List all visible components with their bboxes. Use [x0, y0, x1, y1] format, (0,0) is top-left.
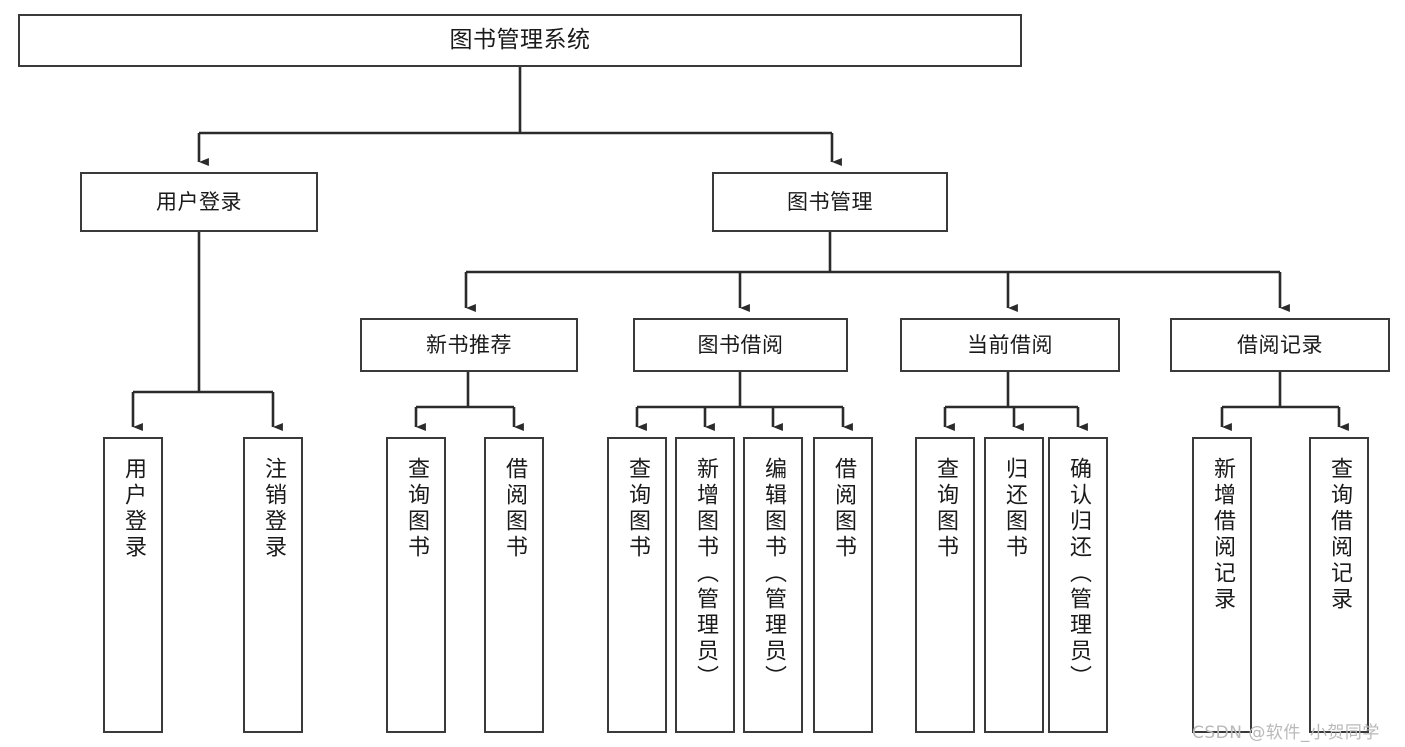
node-current-borrow[interactable]: 当前借阅: [900, 318, 1120, 372]
node-leaf-add-record[interactable]: 新增借阅记录: [1192, 437, 1252, 733]
node-leaf-borrow-book-1[interactable]: 借阅图书: [484, 437, 544, 733]
node-leaf-query-book-3[interactable]: 查询图书: [915, 437, 975, 733]
node-root-system[interactable]: 图书管理系统: [18, 14, 1022, 67]
node-leaf-user-login[interactable]: 用户登录: [103, 437, 163, 733]
node-leaf-logout-login[interactable]: 注销登录: [243, 437, 303, 733]
node-label: 注销登录: [261, 457, 286, 561]
node-label: 新书推荐: [426, 332, 512, 357]
node-leaf-borrow-book-2[interactable]: 借阅图书: [813, 437, 873, 733]
node-label: 借阅记录: [1237, 332, 1323, 357]
node-label: 确认归还（管理员）: [1066, 457, 1091, 691]
node-leaf-query-book-1[interactable]: 查询图书: [386, 437, 446, 733]
node-borrow-record[interactable]: 借阅记录: [1170, 318, 1390, 372]
node-label: 查询图书: [933, 457, 958, 561]
node-label: 借阅图书: [831, 457, 856, 561]
node-label: 归还图书: [1002, 457, 1027, 561]
node-leaf-edit-book[interactable]: 编辑图书（管理员）: [743, 437, 803, 733]
node-label: 查询图书: [625, 457, 650, 561]
node-label: 图书管理系统: [449, 26, 591, 53]
node-label: 图书借阅: [697, 332, 784, 357]
node-label: 图书管理: [787, 189, 873, 214]
node-book-manage[interactable]: 图书管理: [712, 172, 948, 232]
node-label: 用户登录: [121, 457, 146, 561]
node-new-book-recommend[interactable]: 新书推荐: [360, 318, 578, 372]
node-label: 新增借阅记录: [1210, 457, 1235, 613]
node-user-login[interactable]: 用户登录: [80, 172, 318, 232]
node-leaf-query-record[interactable]: 查询借阅记录: [1309, 437, 1369, 733]
node-label: 查询借阅记录: [1327, 457, 1352, 613]
node-leaf-add-book[interactable]: 新增图书（管理员）: [675, 437, 735, 733]
node-leaf-confirm-return[interactable]: 确认归还（管理员）: [1048, 437, 1108, 733]
node-label: 用户登录: [156, 189, 242, 214]
node-label: 借阅图书: [502, 457, 527, 561]
node-label: 编辑图书（管理员）: [761, 457, 786, 691]
node-leaf-query-book-2[interactable]: 查询图书: [607, 437, 667, 733]
node-label: 当前借阅: [967, 332, 1053, 357]
csdn-watermark: CSDN @软件_小贺同学: [1192, 723, 1380, 743]
node-leaf-return-book[interactable]: 归还图书: [984, 437, 1044, 733]
node-label: 查询图书: [404, 457, 429, 561]
node-book-borrow[interactable]: 图书借阅: [633, 318, 848, 372]
node-label: 新增图书（管理员）: [693, 457, 718, 691]
